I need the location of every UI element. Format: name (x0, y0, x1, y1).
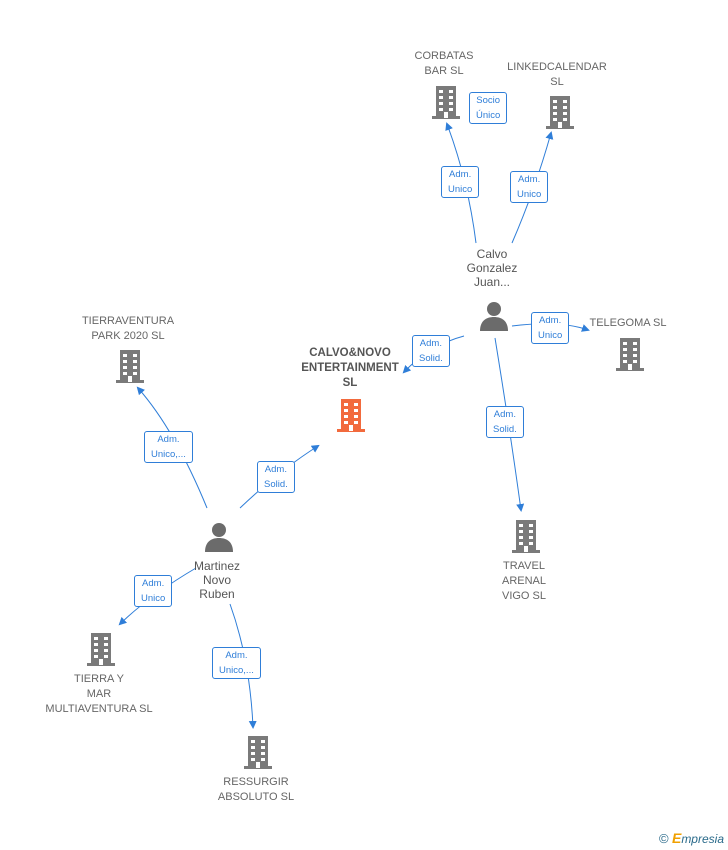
company-label-calvonovo[interactable]: CALVO&NOVO ENTERTAINMENT SL (301, 347, 399, 389)
brand-logo-letter: E (671, 830, 682, 846)
edge-badge-calvo-telegoma: Adm. Unico (531, 312, 570, 344)
company-label-tierraventura[interactable]: TIERRAVENTURA PARK 2020 SL (81, 315, 175, 342)
company-travel-icon[interactable] (510, 518, 542, 559)
edge-badge-martinez-tierraventura: Adm. Unico,... (144, 431, 193, 463)
edge-badge-martinez-ressurgir: Adm. Unico,... (212, 647, 261, 679)
company-label-tierraymar[interactable]: TIERRA Y MAR MULTIAVENTURA SL (45, 673, 153, 715)
company-label-telegoma[interactable]: TELEGOMA SL (589, 317, 667, 329)
person-martinez-icon[interactable] (203, 521, 235, 558)
company-tierraymar-icon[interactable] (85, 631, 117, 672)
company-linkedcalendar-icon[interactable] (544, 94, 576, 135)
company-corbatas-icon[interactable] (430, 84, 462, 125)
company-telegoma-icon[interactable] (614, 336, 646, 377)
edge-badge-martinez-calvonovo: Adm. Solid. (257, 461, 295, 493)
company-label-travel[interactable]: TRAVEL ARENAL VIGO SL (501, 560, 547, 602)
person-calvo-icon[interactable] (478, 300, 510, 337)
edge-badge-calvo-travel: Adm. Solid. (486, 406, 524, 438)
company-label-corbatas[interactable]: CORBATAS BAR SL (414, 50, 474, 77)
company-label-linkedcalendar[interactable]: LINKEDCALENDAR SL (507, 61, 607, 88)
company-tierraventura-icon[interactable] (114, 348, 146, 389)
edge-badge-calvo-linked: Adm. Unico (510, 171, 549, 203)
copyright-icon: © (659, 831, 669, 846)
edge-badge-calvo-corbatas: Adm. Unico (441, 166, 480, 198)
edge-badge-calvo-calvonovo: Adm. Solid. (412, 335, 450, 367)
person-label-martinez[interactable]: Martinez Novo Ruben (193, 559, 241, 601)
company-label-ressurgir[interactable]: RESSURGIR ABSOLUTO SL (217, 776, 295, 803)
company-ressurgir-icon[interactable] (242, 734, 274, 775)
edge-badge-martinez-tierraymar: Adm. Unico (134, 575, 173, 607)
edge-badge-corbatas-socio: Socio Único (469, 92, 508, 124)
brand-footer[interactable]: © Empresia (659, 830, 724, 846)
company-calvonovo-icon[interactable] (335, 397, 367, 438)
brand-name: mpresia (681, 832, 724, 846)
person-label-calvo[interactable]: Calvo Gonzalez Juan... (466, 247, 518, 289)
